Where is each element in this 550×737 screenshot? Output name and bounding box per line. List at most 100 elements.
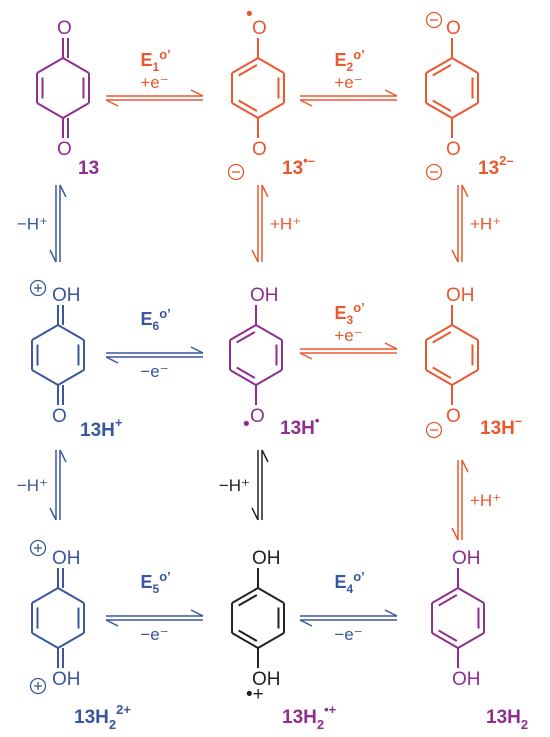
arrow-reverse-head	[299, 352, 313, 360]
arrow-down-head	[251, 249, 259, 263]
ring-bond	[229, 324, 257, 341]
atom-bottom-qh2_dication-part: OH	[52, 669, 81, 690]
arrow-down-head	[49, 507, 57, 521]
arrow-forward-head	[190, 346, 204, 354]
atom-top-q_dianion: O	[446, 18, 461, 39]
atom-bottom-qh_anion-part: O	[446, 406, 461, 427]
ring-bond	[451, 57, 479, 74]
negative-charge-circle	[227, 163, 245, 181]
ring-bond	[257, 632, 285, 649]
atom-top-qh2_dication-part: OH	[52, 548, 81, 569]
ring-bond	[231, 102, 259, 119]
potential-label-e5: E5o’	[141, 569, 171, 596]
atom-bottom-qh2: OH	[452, 669, 481, 690]
electron-label-e5: −e⁻	[140, 625, 168, 644]
ring-bond	[229, 369, 257, 386]
potential-label-e3-part: o’	[353, 300, 365, 315]
ring-bond	[425, 324, 453, 341]
equilibrium-arrow-e3	[299, 342, 398, 360]
ring-double-bond	[438, 594, 458, 607]
arrow-reverse-head	[105, 99, 119, 107]
electron-label-e3-part: +e⁻	[334, 326, 362, 345]
atom-top-qh2_dication: OH	[52, 548, 81, 569]
arrow-up-head	[261, 449, 269, 463]
ring-double-bond	[238, 629, 258, 642]
label-qh2_rad_cation-part: 13H	[282, 707, 317, 728]
label-q_dianion-part: 13	[478, 158, 499, 179]
ring-bond	[57, 632, 85, 649]
positive-charge-circle-top	[29, 539, 47, 557]
arrow-up-head	[59, 449, 67, 463]
label-qh2_rad_cation-part: •+	[324, 702, 337, 717]
molecule-q_rad_anion	[231, 38, 285, 138]
arrow-forward-head	[190, 89, 204, 97]
electron-label-e6-part: −e⁻	[140, 362, 168, 381]
ring-bond	[431, 587, 459, 604]
ring-bond	[431, 632, 459, 649]
electron-label-e6: −e⁻	[140, 362, 168, 381]
ring-bond	[255, 324, 283, 341]
ring-bond	[57, 587, 85, 604]
negative-charge-circle	[425, 421, 443, 439]
proton-label-v_left_top: −H⁺	[17, 215, 48, 234]
ring-double-bond	[238, 594, 258, 607]
ring-double-bond	[432, 64, 452, 77]
proton-label-v_mid_bottom-part: −H⁺	[219, 476, 250, 495]
proton-label-v_mid_top-part: +H⁺	[270, 215, 301, 234]
proton-label-v_right_top-part: +H⁺	[470, 215, 501, 234]
arrow-reverse-head	[105, 356, 119, 364]
label-qh2-part: 13H	[486, 707, 521, 728]
atom-top-qh_anion-part: OH	[446, 285, 475, 306]
proton-label-v_left_bottom-part: −H⁺	[17, 476, 48, 495]
label-qh2_rad_cation-part: 2	[317, 717, 324, 732]
potential-label-e6-part: o’	[159, 306, 171, 321]
arrow-forward-head	[190, 609, 204, 617]
atom-top-qh_radical-part: OH	[250, 285, 279, 306]
ring-bond	[57, 369, 85, 386]
label-qh_cation-part: +	[115, 415, 123, 430]
proton-label-v_mid_top: +H⁺	[270, 215, 301, 234]
electron-label-e1: +e⁻	[140, 73, 168, 92]
atom-bottom-qh_cation-part: O	[52, 406, 67, 427]
equilibrium-arrow-e2	[299, 89, 398, 107]
proton-label-v_left_top-part: −H⁺	[17, 215, 48, 234]
arrow-up-head	[461, 184, 469, 198]
ring-bond	[257, 587, 285, 604]
label-q_rad_anion-part: 13	[282, 158, 303, 179]
atom-bottom-q_rad_anion: O	[252, 139, 267, 160]
potential-label-e3-part: 3	[347, 313, 354, 327]
equilibrium-arrow-v_mid_bottom	[251, 449, 269, 521]
ring-bond	[451, 369, 479, 386]
ring-bond	[257, 102, 285, 119]
potential-label-e1-part: o’	[159, 47, 171, 62]
atom-top-qh_anion: OH	[446, 285, 475, 306]
label-qh_cation: 13H+	[80, 415, 123, 441]
ring-double-bond	[438, 629, 458, 642]
potential-label-e3-part: E	[335, 303, 347, 323]
label-qh2_dication-part: 2	[109, 717, 116, 732]
potential-label-e6-part: E	[141, 309, 153, 329]
ring-bond	[257, 57, 285, 74]
arrow-reverse-head	[299, 619, 313, 627]
arrow-down-head	[451, 527, 459, 541]
molecule-q_dianion	[425, 38, 479, 138]
arrow-up-head	[461, 459, 469, 473]
ring-bond	[231, 587, 259, 604]
atom-top-qh_cation-part: OH	[52, 285, 81, 306]
ring-bond	[457, 632, 485, 649]
atom-bottom-q: O	[57, 139, 72, 160]
molecule-q	[36, 38, 90, 138]
label-q-part: 13	[78, 158, 99, 179]
molecule-qh_radical	[229, 305, 283, 405]
atom-bottom-qh2_rad_cation-part: OH	[252, 669, 281, 690]
ring-bond	[425, 57, 453, 74]
equilibrium-arrow-e6	[105, 346, 204, 364]
atom-top-q_rad_anion-part: O	[252, 18, 267, 39]
atom-bottom-qh2_rad_cation: OH	[252, 669, 281, 690]
molecule-qh_anion	[425, 305, 479, 405]
potential-label-e2-part: 2	[347, 60, 354, 74]
ring-bond	[57, 324, 85, 341]
ring-bond	[255, 369, 283, 386]
atom-top-qh_radical: OH	[250, 285, 279, 306]
ring-bond	[451, 102, 479, 119]
